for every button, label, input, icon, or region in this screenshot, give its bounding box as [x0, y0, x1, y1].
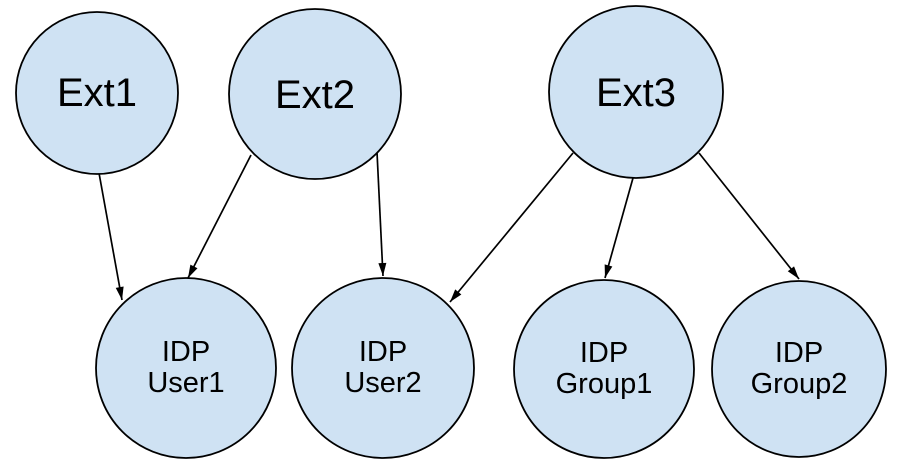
node-idp-user2-circle [291, 277, 475, 459]
node-ext1: Ext1 [15, 11, 179, 175]
edge-ext3-to-idp-user2 [449, 152, 574, 303]
edge-ext3-to-idp-group2 [698, 152, 800, 280]
node-idp-group1: IDP Group1 [513, 279, 695, 459]
node-idp-group1-label-line2: Group1 [556, 368, 653, 400]
node-ext2-label: Ext2 [275, 73, 355, 117]
node-idp-group1-circle [513, 279, 695, 459]
node-ext1-label: Ext1 [57, 71, 137, 115]
node-idp-group1-label-line1: IDP [580, 337, 628, 369]
node-ext2-circle [228, 8, 402, 180]
node-idp-group2-label-line1: IDP [775, 337, 823, 369]
node-ext3-circle [548, 5, 724, 179]
node-idp-user1-label-line1: IDP [162, 336, 210, 368]
edge-ext2-to-idp-user2 [376, 151, 387, 277]
edge-ext2-to-idp-user1 [187, 154, 252, 279]
node-ext1-circle [15, 11, 179, 175]
node-idp-group2: IDP Group2 [711, 280, 887, 458]
node-idp-group2-circle [711, 280, 887, 458]
node-idp-user2-label-line1: IDP [359, 336, 407, 368]
node-idp-user2: IDP User2 [291, 277, 475, 459]
node-idp-group2-label-line2: Group2 [751, 368, 848, 400]
node-idp-user2-label-line2: User2 [344, 367, 421, 399]
node-ext3: Ext3 [548, 5, 724, 179]
node-idp-user1: IDP User1 [95, 277, 277, 459]
node-idp-user1-circle [95, 277, 277, 459]
node-ext2: Ext2 [228, 8, 402, 180]
node-idp-user1-label-line2: User1 [147, 367, 224, 399]
edge-ext3-to-idp-group1 [604, 177, 634, 279]
node-ext3-label: Ext3 [596, 71, 676, 115]
edge-ext1-to-idp-user1 [98, 172, 124, 301]
